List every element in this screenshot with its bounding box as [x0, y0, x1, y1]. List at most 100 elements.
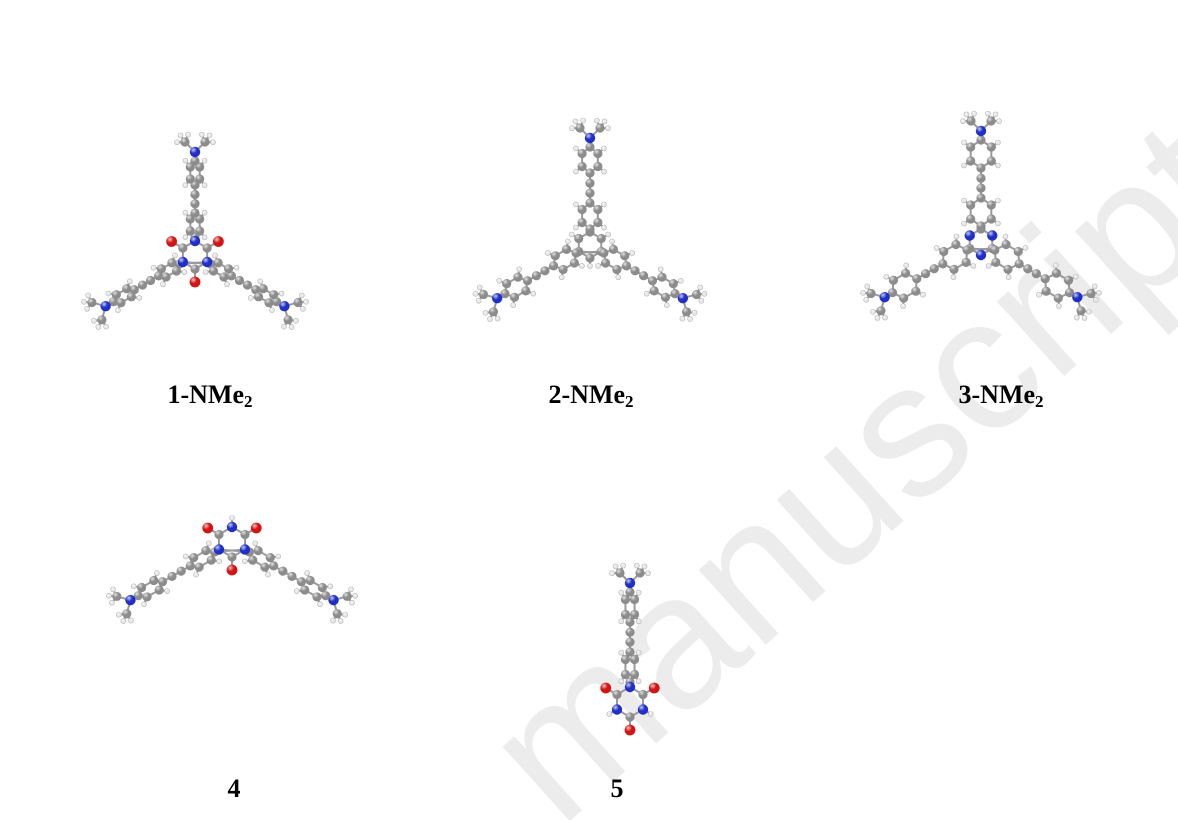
carbon-atom	[962, 245, 972, 255]
hydrogen-atom	[606, 711, 613, 717]
oxygen-atom	[212, 236, 224, 247]
hydrogen-atom	[201, 209, 208, 216]
carbon-atom	[561, 244, 572, 254]
carbon-atom	[986, 214, 996, 224]
carbon-atom	[116, 298, 126, 308]
hydrogen-atom	[115, 307, 121, 313]
carbon-atom	[258, 284, 268, 294]
hydrogen-atom	[516, 266, 523, 273]
carbon-atom	[202, 243, 212, 253]
oxygen-atom	[250, 522, 262, 534]
carbon-atom	[876, 306, 886, 316]
hydrogen-atom	[494, 315, 501, 322]
hydrogen-atom	[182, 553, 189, 560]
hydrogen-atom	[84, 306, 90, 312]
carbon-atom	[185, 174, 195, 184]
hydrogen-atom	[472, 291, 479, 297]
nitrogen-atom	[987, 230, 998, 241]
carbon-atom	[201, 546, 211, 556]
hydrogen-atom	[1096, 290, 1102, 296]
carbon-atom	[976, 135, 986, 145]
carbon-atom	[240, 529, 250, 540]
hydrogen-atom	[579, 263, 585, 269]
carbon-atom	[478, 289, 489, 300]
hydrogen-atom	[172, 252, 178, 259]
molecule-panel-3-nme2	[800, 0, 1178, 400]
hydrogen-atom	[601, 118, 608, 125]
hydrogen-atom	[174, 139, 180, 146]
carbon-atom	[254, 292, 264, 302]
hydrogen-atom	[233, 264, 240, 271]
oxygen-atom	[189, 276, 201, 288]
carbon-atom	[342, 591, 352, 602]
hydrogen-atom	[210, 139, 216, 146]
oxygen-atom	[648, 682, 660, 694]
hydrogen-atom	[229, 515, 235, 521]
nitrogen-atom	[624, 577, 636, 589]
hydrogen-atom	[116, 611, 122, 618]
carbon-atom	[219, 272, 229, 282]
hydrogen-atom	[635, 618, 642, 625]
carbon-atom	[899, 293, 909, 303]
carbon-atom	[986, 156, 996, 166]
carbon-atom	[185, 561, 195, 571]
hydrogen-atom	[1072, 273, 1079, 280]
hydrogen-atom	[860, 290, 866, 296]
hydrogen-atom	[573, 201, 579, 208]
hydrogen-atom	[275, 553, 282, 560]
hydrogen-atom	[177, 132, 184, 139]
carbon-atom	[300, 585, 310, 595]
carbon-atom	[625, 712, 635, 722]
hydrogen-atom	[193, 571, 199, 578]
carbon-atom	[1013, 246, 1023, 257]
hydrogen-atom	[595, 263, 601, 269]
carbon-atom	[625, 627, 635, 637]
hydrogen-atom	[1056, 303, 1062, 309]
oxygen-atom	[624, 724, 636, 736]
carbon-atom	[593, 161, 603, 172]
hydrogen-atom	[961, 139, 967, 146]
carbon-atom	[278, 566, 288, 576]
carbon-atom	[502, 279, 512, 289]
carbon-atom	[321, 591, 331, 601]
carbon-atom	[966, 116, 976, 126]
carbon-atom	[1031, 269, 1041, 279]
carbon-atom	[577, 204, 587, 215]
carbon-atom	[635, 568, 645, 578]
carbon-atom	[574, 233, 584, 244]
carbon-atom	[97, 315, 107, 325]
carbon-atom	[253, 546, 263, 556]
hydrogen-atom	[327, 583, 334, 590]
carbon-atom	[540, 266, 550, 276]
carbon-atom	[1086, 288, 1096, 299]
hydrogen-atom	[1053, 262, 1059, 269]
hydrogen-atom	[294, 588, 300, 594]
hydrogen-atom	[206, 132, 213, 139]
carbon-atom	[214, 529, 224, 540]
hydrogen-atom	[863, 297, 869, 303]
nitrogen-atom	[226, 521, 238, 533]
nitrogen-atom	[177, 256, 189, 268]
carbon-atom	[287, 571, 297, 581]
hydrogen-atom	[544, 250, 551, 256]
hydrogen-atom	[136, 295, 143, 301]
carbon-atom	[283, 315, 293, 325]
hydrogen-atom	[657, 266, 664, 273]
molecule-4	[106, 515, 358, 624]
carbon-atom	[911, 286, 921, 296]
hydrogen-atom	[634, 562, 640, 569]
hydrogen-atom	[618, 618, 625, 625]
nitrogen-atom	[189, 146, 201, 158]
carbon-atom	[509, 292, 520, 302]
hydrogen-atom	[569, 125, 575, 132]
hydrogen-atom	[601, 145, 607, 152]
carbon-atom	[293, 297, 303, 308]
hydrogen-atom	[342, 611, 348, 618]
carbon-atom	[171, 266, 182, 276]
carbon-atom	[620, 669, 631, 680]
carbon-atom	[1040, 274, 1050, 284]
carbon-atom	[949, 264, 959, 274]
hydrogen-atom	[106, 592, 112, 599]
oxygen-atom	[226, 564, 238, 576]
atoms	[472, 117, 708, 322]
